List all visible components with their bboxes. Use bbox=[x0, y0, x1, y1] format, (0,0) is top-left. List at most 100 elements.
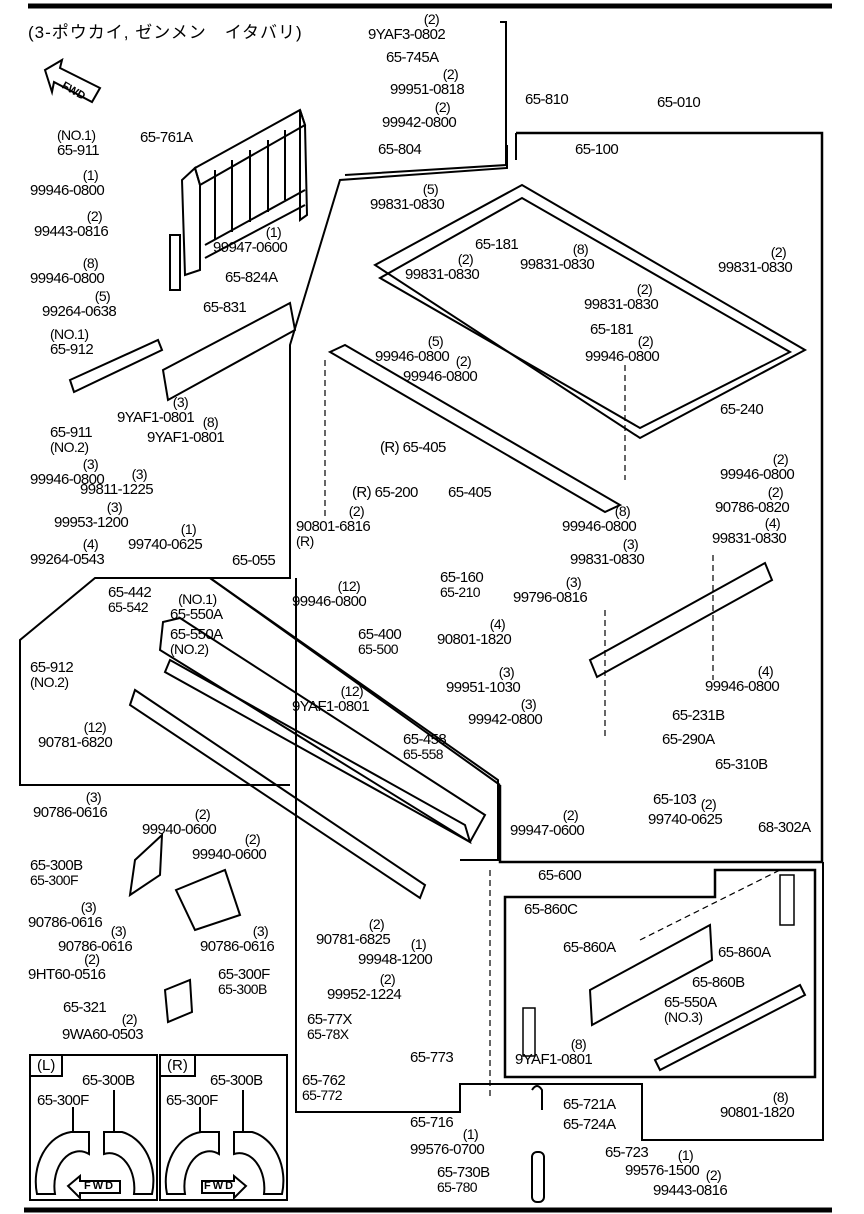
quantity-label: (1) bbox=[462, 1126, 479, 1142]
part-number: 9YAF1-0801 bbox=[515, 1051, 593, 1068]
part-number: 99946-0800 bbox=[585, 348, 660, 365]
part-number: 65-160 bbox=[440, 569, 484, 586]
part-callout: 65-860B bbox=[692, 975, 745, 990]
part-callout: (12)90781-6820 bbox=[38, 720, 113, 751]
inset-left-lower-label: 65-300F bbox=[37, 1092, 89, 1109]
part-callout: (2)99947-0600 bbox=[510, 808, 585, 839]
part-number: 65-721A bbox=[563, 1096, 616, 1113]
part-callout: (1)99947-0600 bbox=[213, 225, 288, 256]
part-callout: (4)99264-0543 bbox=[30, 537, 105, 568]
part-callout: 65-773 bbox=[410, 1050, 454, 1065]
quantity-label: (2) bbox=[457, 251, 474, 267]
part-number: 99811-1225 bbox=[80, 481, 154, 498]
part-callout: (2)99946-0800 bbox=[403, 354, 478, 385]
part-number: 99831-0830 bbox=[584, 296, 659, 313]
quantity-label: (2) bbox=[637, 333, 654, 349]
part-number: 65-911 bbox=[50, 424, 93, 441]
inset-right-tag: (R) bbox=[161, 1056, 196, 1077]
part-callout: (1)99576-0700 bbox=[410, 1126, 485, 1158]
part-number: 90801-1820 bbox=[437, 631, 512, 648]
part-number: 99940-0600 bbox=[142, 821, 217, 838]
part-number: 65-321 bbox=[63, 999, 107, 1016]
inset-left-upper-label: 65-300B bbox=[82, 1072, 135, 1089]
part-callout: 65-810 bbox=[525, 92, 569, 107]
part-callout: (3)99946-0800 bbox=[30, 457, 105, 488]
part-number: 65-724A bbox=[563, 1116, 616, 1133]
part-number: (R) 65-200 bbox=[352, 484, 418, 501]
part-callout: 65-911(NO.2) bbox=[50, 424, 93, 455]
part-number: 99946-0800 bbox=[403, 368, 478, 385]
quantity-label: (3) bbox=[520, 696, 537, 712]
part-callout: (1)99948-1200 bbox=[358, 937, 433, 968]
part-callout: (4)90801-1820 bbox=[437, 616, 512, 648]
part-number: 99740-0625 bbox=[648, 811, 723, 828]
part-callout: 65-550A(NO.2) bbox=[170, 627, 223, 657]
part-number: 99940-0600 bbox=[192, 846, 267, 863]
part-callout: 65-550A(NO.3) bbox=[664, 995, 717, 1025]
quantity-label: (8) bbox=[202, 414, 219, 430]
part-callout: 65-103 bbox=[653, 792, 697, 807]
inset-right-fwd-label: FWD bbox=[204, 1180, 236, 1192]
part-callout: (2)99940-0600 bbox=[192, 832, 267, 863]
part-number: 65-310B bbox=[715, 756, 768, 773]
quantity-label: (2) bbox=[379, 971, 396, 987]
quantity-label: (8) bbox=[614, 503, 631, 519]
part-number: 99946-0800 bbox=[30, 471, 105, 488]
part-number: 65-240 bbox=[720, 401, 764, 418]
gusset-right bbox=[174, 868, 242, 932]
part-callout: (R) 65-405 bbox=[380, 440, 446, 455]
part-number: 68-302A bbox=[758, 819, 811, 836]
part-callout: 65-231B bbox=[672, 708, 725, 723]
part-number: 99952-1224 bbox=[327, 986, 402, 1003]
part-callout: (1)99740-0625 bbox=[128, 522, 203, 553]
side-rail-65-310B bbox=[588, 561, 774, 679]
part-number: 99946-0800 bbox=[30, 270, 105, 287]
quantity-label: (3) bbox=[80, 899, 97, 915]
part-number: 65-730B bbox=[437, 1164, 490, 1181]
part-number: 99947-0600 bbox=[213, 239, 288, 256]
part-callout: 65-010 bbox=[657, 95, 701, 110]
part-number: 99947-0600 bbox=[510, 822, 585, 839]
part-callout: 65-310B bbox=[715, 757, 768, 772]
part-callout: (4)99831-0830 bbox=[712, 516, 787, 547]
part-callout: (1)99576-1500 bbox=[625, 1148, 700, 1179]
quantity-label: (NO.1) bbox=[57, 127, 96, 143]
part-callout: (1)99946-0800 bbox=[30, 168, 105, 199]
part-number: 99951-1030 bbox=[446, 679, 521, 696]
quantity-label: (2) bbox=[194, 806, 211, 822]
inset-right-300F bbox=[164, 1131, 220, 1195]
part-number: 65-181 bbox=[590, 321, 634, 338]
part-note: 65-558 bbox=[403, 746, 444, 762]
part-number: 90781-6820 bbox=[38, 734, 113, 751]
part-callout: 65-745A bbox=[386, 50, 439, 65]
quantity-label: (2) bbox=[700, 796, 717, 812]
quantity-label: (5) bbox=[422, 181, 439, 197]
quantity-label: (2) bbox=[348, 503, 365, 519]
quantity-label: (4) bbox=[757, 663, 774, 679]
part-callout: (3)99811-1225 bbox=[80, 467, 154, 498]
part-number: 65-405 bbox=[448, 484, 492, 501]
part-number: 99942-0800 bbox=[382, 114, 457, 131]
part-number: 99946-0800 bbox=[562, 518, 637, 535]
frame-65-600 bbox=[503, 868, 817, 1079]
part-number: 65-458 bbox=[403, 731, 447, 748]
part-callout: (2)9WA60-0503 bbox=[62, 1012, 144, 1043]
part-callout: 65-761A bbox=[140, 130, 193, 145]
part-callout: (2)99831-0830 bbox=[584, 282, 659, 313]
part-number: 65-761A bbox=[140, 129, 193, 146]
part-number: 99576-0700 bbox=[410, 1141, 485, 1158]
part-callout: 65-831 bbox=[203, 300, 247, 315]
part-number: 99831-0830 bbox=[718, 259, 793, 276]
part-callout: (2)99740-0625 bbox=[648, 796, 723, 828]
part-note: (NO.3) bbox=[664, 1009, 703, 1025]
part-number: 99831-0830 bbox=[712, 530, 787, 547]
bar-65-860B bbox=[653, 983, 807, 1072]
part-callout: (3)9YAF1-0801 bbox=[117, 395, 195, 426]
part-number: 99951-0818 bbox=[390, 81, 465, 98]
quantity-label: (4) bbox=[489, 616, 506, 632]
part-number: 65-550A bbox=[170, 626, 223, 643]
